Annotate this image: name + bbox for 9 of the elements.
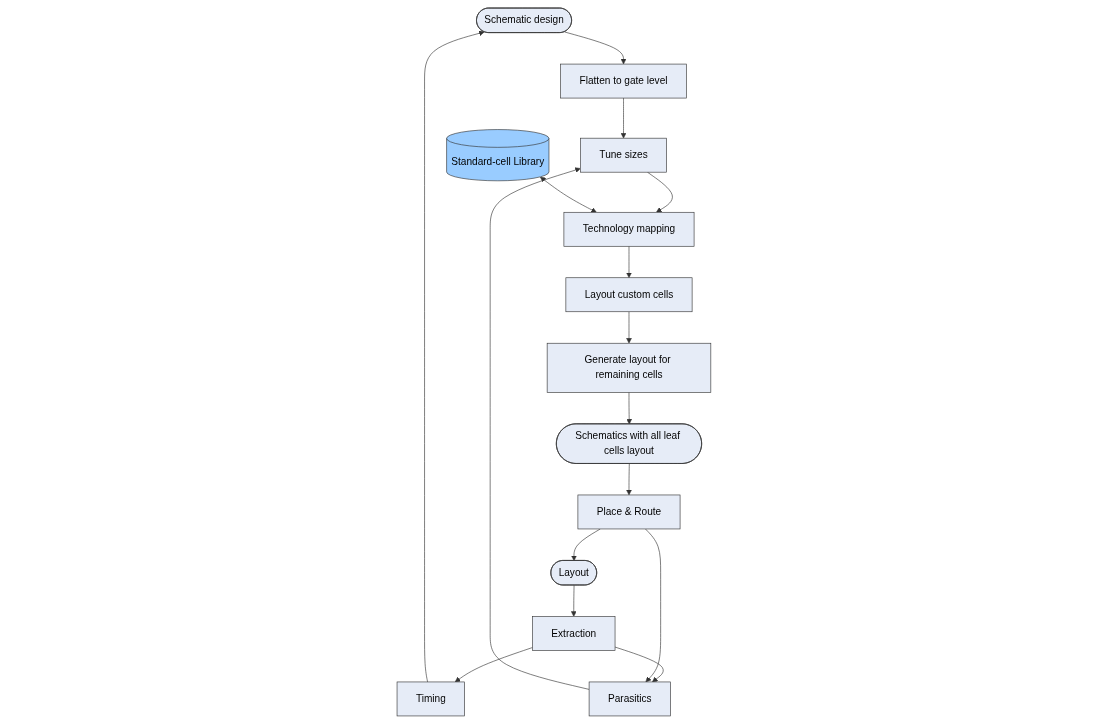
node-box: Extraction (531, 616, 615, 651)
node-box: Tune sizes (579, 137, 667, 173)
node-box: Parasitics (588, 681, 671, 717)
node-box: Layout custom cells (565, 277, 692, 313)
node-box: Timing (396, 681, 465, 717)
node-box: Technology mapping (563, 211, 694, 247)
node-box: Generate layout for remaining cells (546, 342, 711, 393)
node-box: Flatten to gate level (559, 63, 687, 99)
node-box: Place & Route (577, 494, 680, 530)
